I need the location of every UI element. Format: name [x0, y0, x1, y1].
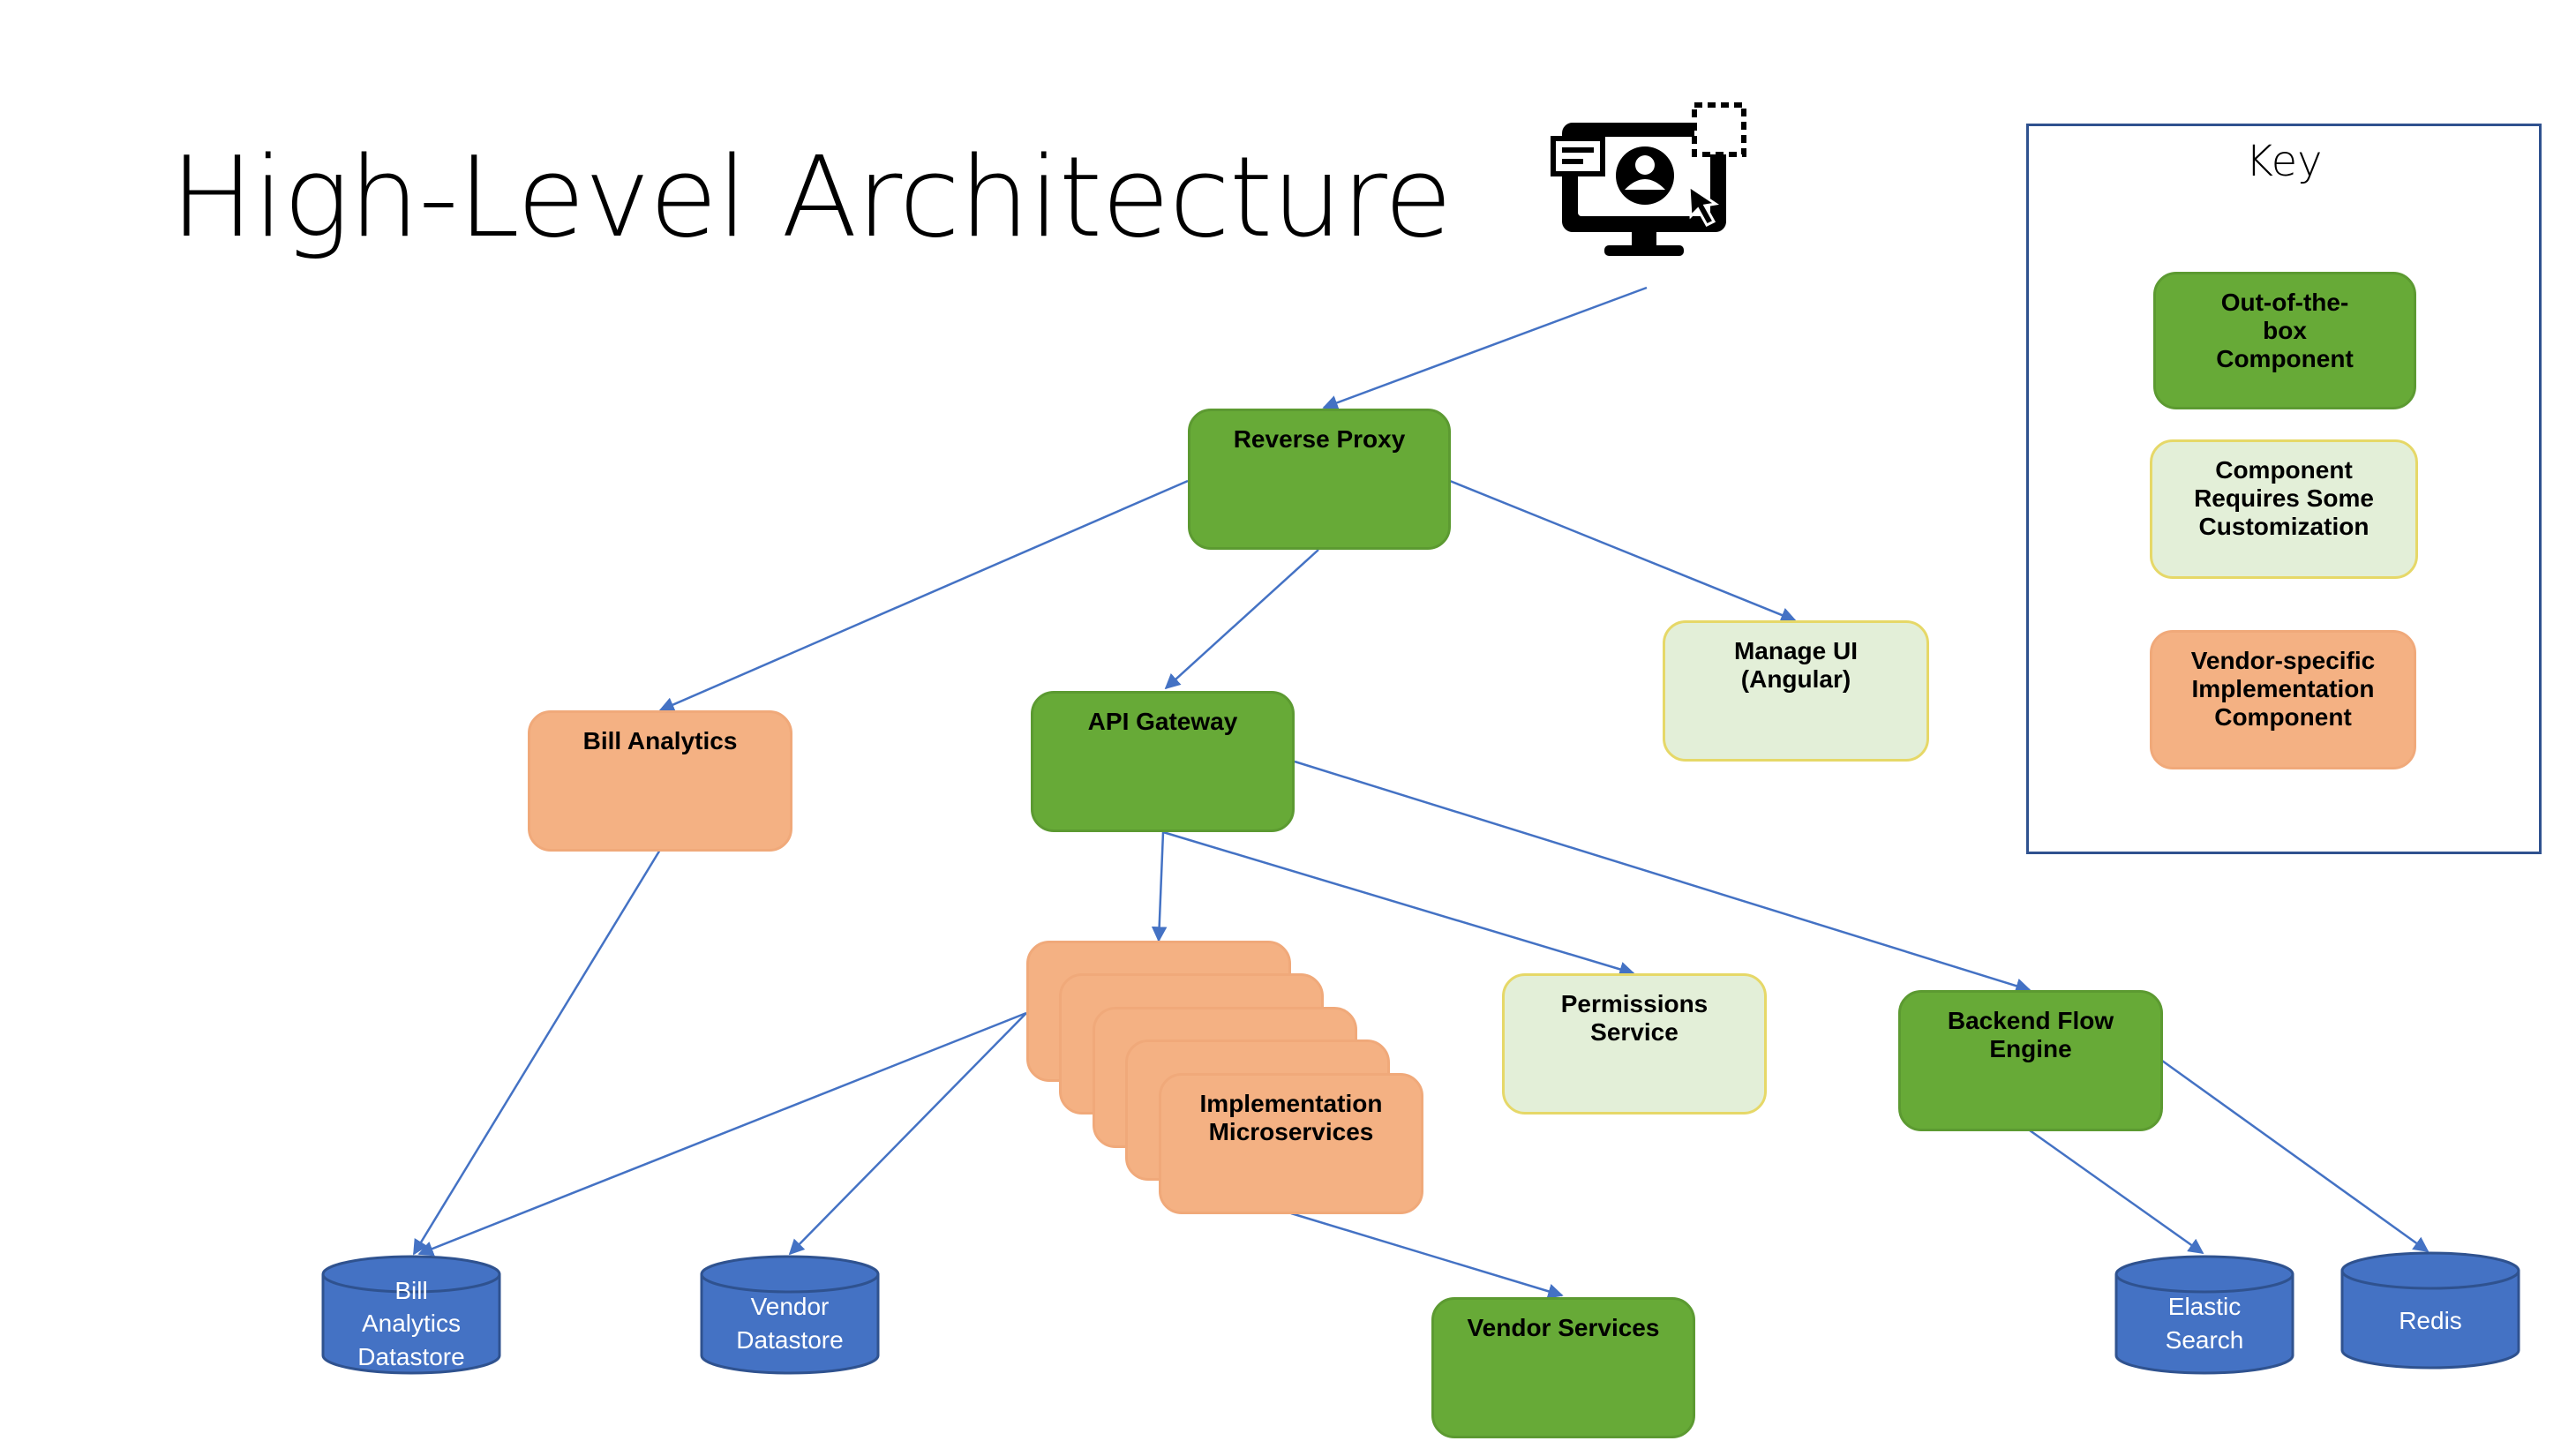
edge-api-gateway-permissions	[1162, 830, 1635, 977]
page-title: High-Level Architecture	[170, 132, 1453, 262]
edge-client-reverse-proxy	[1322, 286, 1648, 410]
edge-backend-flow-redis	[2161, 1059, 2430, 1253]
edge-reverse-proxy-api-gateway	[1164, 549, 1319, 690]
edge-reverse-proxy-manage-ui	[1449, 479, 1797, 623]
manage-ui-node: Manage UI (Angular)	[1663, 620, 1929, 762]
elastic-search-datastore: Elastic Search	[2114, 1255, 2294, 1375]
vendor-datastore: Vendor Datastore	[700, 1255, 880, 1375]
edge-microservices-vendor-services	[1290, 1212, 1564, 1299]
reverse-proxy-node: Reverse Proxy	[1188, 409, 1451, 550]
edge-bill-analytics-datastore	[412, 849, 662, 1256]
backend-flow-engine-node: Backend Flow Engine	[1898, 990, 2163, 1131]
redis-line: Redis	[2399, 1307, 2462, 1334]
redis-datastore: Redis	[2340, 1251, 2520, 1370]
vendor-datastore-line: Datastore	[736, 1326, 843, 1354]
bill-analytics-datastore: Bill Analytics Datastore	[321, 1255, 501, 1375]
bill-analytics-datastore-line: Analytics	[362, 1310, 461, 1337]
monitor-user-icon	[1551, 102, 1746, 256]
elastic-search-line: Search	[2166, 1326, 2244, 1354]
legend-out-of-box: Out-of-the-box Component	[2153, 272, 2416, 409]
legend-vendor-specific: Vendor-specific Implementation Component	[2150, 630, 2416, 769]
vendor-services-node: Vendor Services	[1431, 1297, 1695, 1438]
edge-api-gateway-backend-flow	[1294, 760, 2032, 994]
implementation-microservices-node: Implementation Microservices	[1159, 1073, 1423, 1214]
elastic-search-line: Elastic	[2168, 1293, 2241, 1320]
legend-customization: Component Requires Some Customization	[2150, 439, 2418, 579]
bill-analytics-datastore-line: Datastore	[357, 1343, 464, 1370]
edge-backend-flow-elastic	[2029, 1129, 2204, 1255]
edge-api-gateway-microservices	[1151, 831, 1168, 942]
legend-title: Key	[2245, 137, 2323, 186]
api-gateway-node: API Gateway	[1031, 691, 1295, 832]
permissions-service-node: Permissions Service	[1502, 973, 1767, 1115]
edge-microservices-bill-datastore	[417, 1011, 1027, 1257]
vendor-datastore-line: Vendor	[751, 1293, 830, 1320]
bill-analytics-node: Bill Analytics	[528, 710, 792, 852]
edge-reverse-proxy-bill-analytics	[658, 479, 1189, 712]
bill-analytics-datastore-line: Bill	[394, 1277, 427, 1304]
edge-microservices-vendor-datastore	[788, 1012, 1027, 1256]
